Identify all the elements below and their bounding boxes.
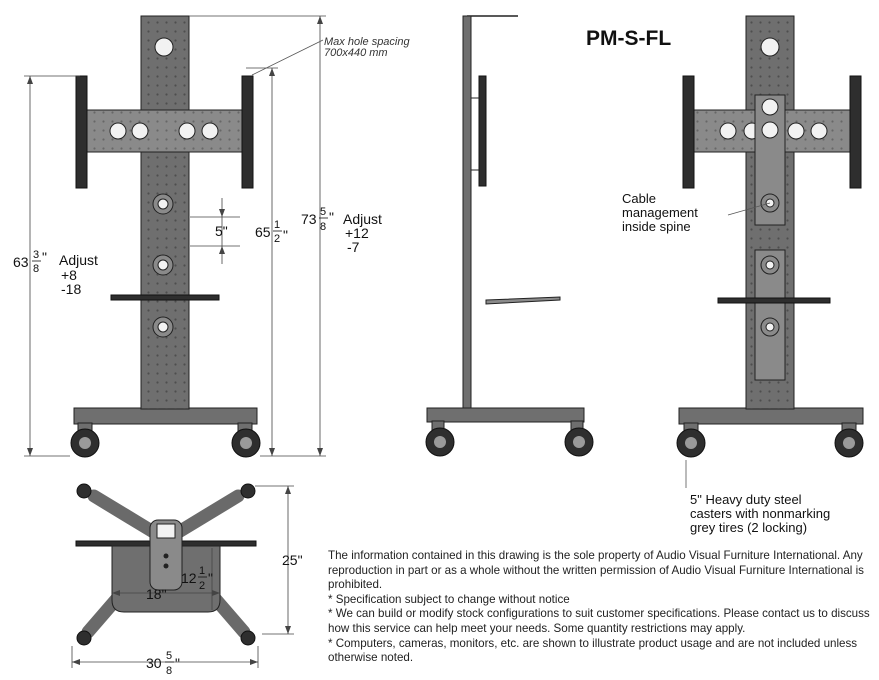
front-view [70,15,261,458]
width-num: 5 [166,650,172,662]
mid-height-den: 2 [274,233,280,245]
side-rail [478,75,487,187]
rear-callouts: Cable management inside spine 5" Heavy d… [622,191,830,535]
adjust-right-label: Adjust [343,211,382,227]
spec-note: * Specification subject to change withou… [328,592,570,606]
max-hole-spacing-value: 700x440 mm [324,47,388,59]
side-shelf [485,296,561,305]
disclaimer-notes: The information contained in this drawin… [328,549,873,666]
front-dimensions [24,15,326,457]
cable-callout-line2: management [622,205,698,220]
adjust-right-minus: -7 [347,239,360,255]
adjust-right-plus: +12 [345,225,369,241]
total-height-unit: " [329,209,334,225]
rear-right-rail [849,75,862,189]
casters-callout-line2: casters with nonmarking [690,506,830,521]
left-height-unit: " [42,249,47,265]
illustration-note: * Computers, cameras, monitors, etc. are… [328,636,858,665]
casters-callout-line1: 5" Heavy duty steel [690,492,802,507]
rear-caster-right [834,422,864,458]
cable-callout-line3: inside spine [622,219,691,234]
rear-shelf [717,297,831,304]
top-dimension-labels: 25" 30 5 8 " 18" 12 1 2 " [146,552,303,677]
rear-view [676,15,864,488]
top-view [75,483,257,646]
width-den: 8 [166,665,172,677]
adjust-left-label: Adjust [59,252,98,268]
model-title: PM-S-FL [586,27,671,50]
total-height-num: 5 [320,206,326,218]
mid-height-unit: " [283,227,288,243]
ownership-note: The information contained in this drawin… [328,549,864,592]
mid-height-whole: 65 [255,224,271,240]
shelf-depth-den: 2 [199,580,205,592]
width-unit: " [175,655,180,671]
left-height-num: 3 [33,249,39,261]
total-height-whole: 73 [301,211,317,227]
adjust-left-plus: +8 [61,267,77,283]
adjust-left-minus: -18 [61,281,81,297]
custom-build-note: * We can build or modify stock configura… [328,607,870,635]
spine-top-hole [154,37,174,57]
left-height-whole: 63 [13,254,29,270]
rear-base-bar [678,407,864,425]
total-height-den: 8 [320,221,326,233]
side-caster-left [425,420,455,457]
front-caster-left [70,422,100,458]
front-caster-right [231,422,261,458]
shelf-depth-num: 1 [199,565,205,577]
shelf-width-label: 18" [146,586,167,602]
rear-left-rail [682,75,695,189]
side-base-bar [426,407,585,423]
casters-callout-line3: grey tires (2 locking) [690,520,807,535]
shelf-depth-unit: " [208,570,213,586]
mid-height-num: 1 [274,219,280,231]
rear-caster-left [676,422,706,458]
spacing-label: 5" [215,223,228,239]
front-shelf [110,294,220,301]
front-left-rail [75,75,88,189]
width-whole: 30 [146,655,162,671]
side-view [425,15,594,457]
side-spine [462,15,472,410]
front-right-rail [241,75,254,189]
side-caster-right [564,420,594,457]
shelf-depth-whole: 12 [181,570,197,586]
front-dimension-labels: Max hole spacing 700x440 mm 63 3 8 " Adj… [13,36,410,297]
front-base-bar [73,407,258,425]
left-height-den: 8 [33,263,39,275]
depth-label: 25" [282,552,303,568]
cable-callout-line1: Cable [622,191,656,206]
max-hole-spacing-label: Max hole spacing [324,36,410,48]
